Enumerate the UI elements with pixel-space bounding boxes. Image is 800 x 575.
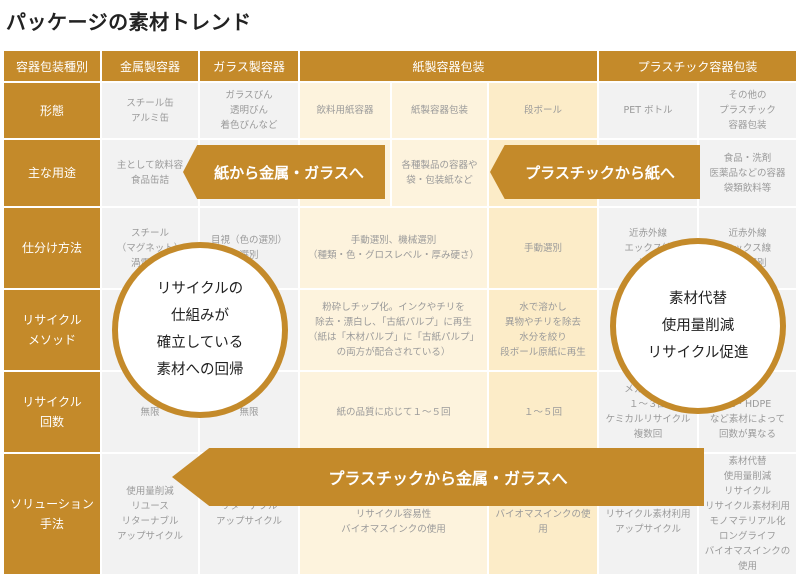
table-row: 形態 スチール缶 アルミ缶 ガラスびん 透明びん 着色びんなど 飲料用紙容器 紙… [3,82,798,139]
col-header-glass: ガラス製容器 [199,50,299,82]
cell: スチール缶 アルミ缶 [101,82,199,139]
cell: ガラスびん 透明びん 着色びんなど [199,82,299,139]
page-title: パッケージの素材トレンド [6,10,252,34]
material-substitution-circle: 素材代替 使用量削減 リサイクル促進 [610,238,786,414]
row-header-form: 形態 [3,82,101,139]
cell: 食品・洗剤 医薬品などの容器 袋類飲料等 [698,139,798,207]
cell: 素材代替 使用量削減 リサイクル リサイクル素材利用 モノマテリアル化 ロングラ… [698,453,798,575]
cell: １〜５回 [488,371,598,453]
cell: 段ボール [488,82,598,139]
row-header-sorting: 仕分け方法 [3,207,101,289]
return-to-recyclable-circle: リサイクルの 仕組みが 確立している 素材への回帰 [112,242,288,418]
cell: 飲料用紙容器 [299,82,391,139]
cell: 粉砕しチップ化。インクやチリを 除去・漂白し、「古紙パルプ」に再生 （紙は「木材… [299,289,488,371]
col-header-plastic: プラスチック容器包装 [598,50,798,82]
arrow-paper-to-metal-glass: 紙から金属・ガラスへ [183,145,385,199]
col-header-metal: 金属製容器 [101,50,199,82]
col-header-paper: 紙製容器包装 [299,50,598,82]
row-header-recycle-count: リサイクル 回数 [3,371,101,453]
cell: 紙の品質に応じて１〜５回 [299,371,488,453]
row-header-usage: 主な用途 [3,139,101,207]
row-header-recycle-method: リサイクル メソッド [3,289,101,371]
cell: PET ボトル [598,82,698,139]
header-row: 容器包装種別 金属製容器 ガラス製容器 紙製容器包装 プラスチック容器包装 [3,50,798,82]
arrow-plastic-to-paper: プラスチックから紙へ [490,145,700,199]
cell: 水で溶かし 異物やチリを除去 水分を絞り 段ボール原紙に再生 [488,289,598,371]
cell: 手動選別 [488,207,598,289]
col-header-type: 容器包装種別 [3,50,101,82]
cell: 手動選別、機械選別 （種類・色・グロスレベル・厚み硬さ） [299,207,488,289]
cell: 紙製容器包装 [391,82,488,139]
cell: その他の プラスチック 容器包装 [698,82,798,139]
cell: 主として飲料容 食品缶詰 [101,139,199,207]
cell: 使用量削減 リユース リターナブル アップサイクル [101,453,199,575]
cell: 各種製品の容器や 袋・包装紙など [391,139,488,207]
arrow-plastic-to-metal-glass: プラスチックから金属・ガラスへ [172,448,704,506]
row-header-solution: ソリューション 手法 [3,453,101,575]
